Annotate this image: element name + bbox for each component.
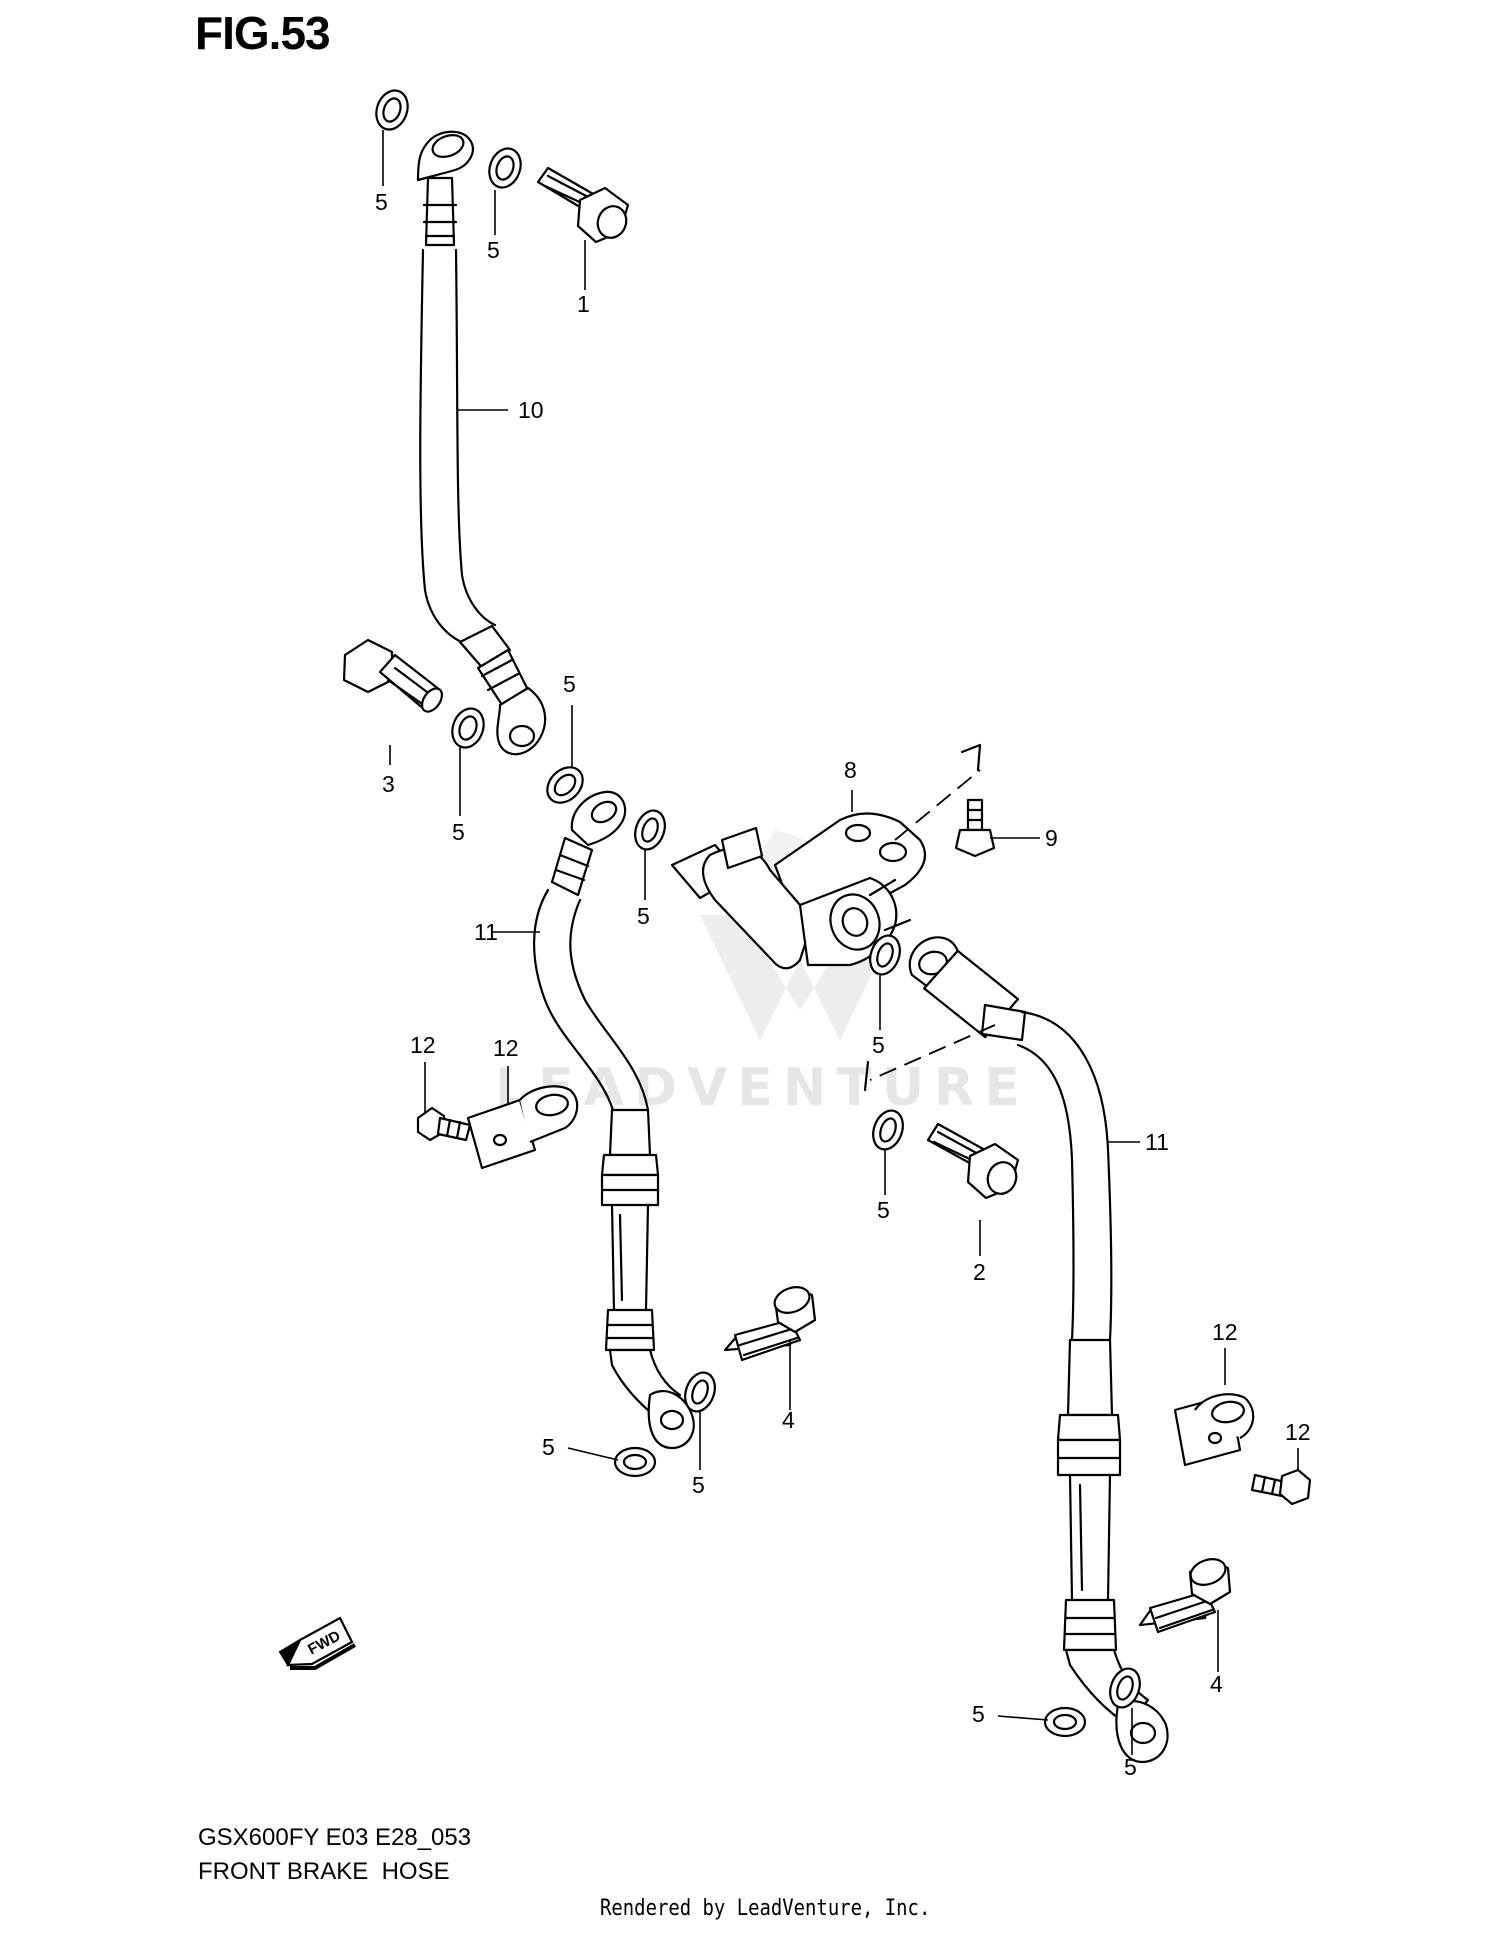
callout-6: 8 (844, 757, 857, 783)
callout-7: 9 (1045, 825, 1058, 851)
union-bolt-1[interactable] (536, 166, 631, 244)
bolt-7[interactable] (954, 798, 996, 858)
assembly-line (894, 769, 981, 841)
callout-12: 12 (1285, 1419, 1311, 1445)
washers-5[interactable] (371, 86, 1145, 1738)
callout-5: 5 (872, 1032, 885, 1058)
assembly-line (869, 1024, 996, 1081)
clamp-11-left[interactable] (466, 1085, 579, 1170)
clamp-11-right[interactable] (1173, 1393, 1255, 1467)
fwd-arrow-icon: FWD (278, 1616, 356, 1670)
brake-hose-9[interactable] (533, 790, 695, 1450)
callout-5: 5 (637, 903, 650, 929)
callout-11: 12 (1212, 1319, 1238, 1345)
callout-9: 11 (474, 919, 498, 945)
callout-5: 5 (972, 1701, 985, 1727)
callout-5: 5 (452, 819, 465, 845)
callout-8: 10 (518, 397, 544, 423)
figure-title: FIG.53 (195, 7, 331, 59)
render-credit: Rendered by LeadVenture, Inc. (600, 1896, 931, 1921)
bolt-12-right[interactable] (1250, 1468, 1312, 1506)
callout-5: 5 (375, 189, 388, 215)
callout-4: 4 (782, 1407, 795, 1433)
union-bolt-3[interactable] (342, 638, 446, 715)
callout-10: 11 (1145, 1129, 1169, 1155)
leader-lines (382, 130, 1299, 1755)
callout-3: 3 (382, 771, 395, 797)
callout-5: 5 (1124, 1754, 1137, 1780)
callout-1: 1 (577, 291, 590, 317)
callout-12: 12 (410, 1032, 436, 1058)
model-code: GSX600FY E03 E28_053 (198, 1824, 472, 1851)
assembly-line (863, 1060, 870, 1092)
union-bolt-4-left[interactable] (723, 1283, 817, 1362)
callout-5: 5 (487, 237, 500, 263)
bolt-12-left[interactable] (416, 1106, 472, 1142)
callout-5: 5 (877, 1197, 890, 1223)
callout-5: 5 (563, 671, 576, 697)
callout-4: 4 (1210, 1671, 1223, 1697)
callout-11: 12 (493, 1035, 519, 1061)
union-bolt-4-right[interactable] (1138, 1555, 1232, 1634)
callout-5: 5 (692, 1472, 705, 1498)
union-bolt-2[interactable] (926, 1122, 1021, 1200)
section-name: FRONT BRAKE HOSE (198, 1858, 450, 1885)
watermark-text: LEADVENTURE (495, 1058, 1030, 1118)
callout-2: 2 (973, 1259, 986, 1285)
callout-numbers: 5 5 1 10 5 3 5 5 11 8 9 5 11 5 2 12 12 4… (375, 189, 1311, 1780)
assembly-line (960, 743, 982, 772)
brake-hose-8[interactable] (416, 130, 547, 756)
callout-5: 5 (542, 1434, 555, 1460)
brake-hose-joint-6[interactable] (670, 812, 927, 970)
